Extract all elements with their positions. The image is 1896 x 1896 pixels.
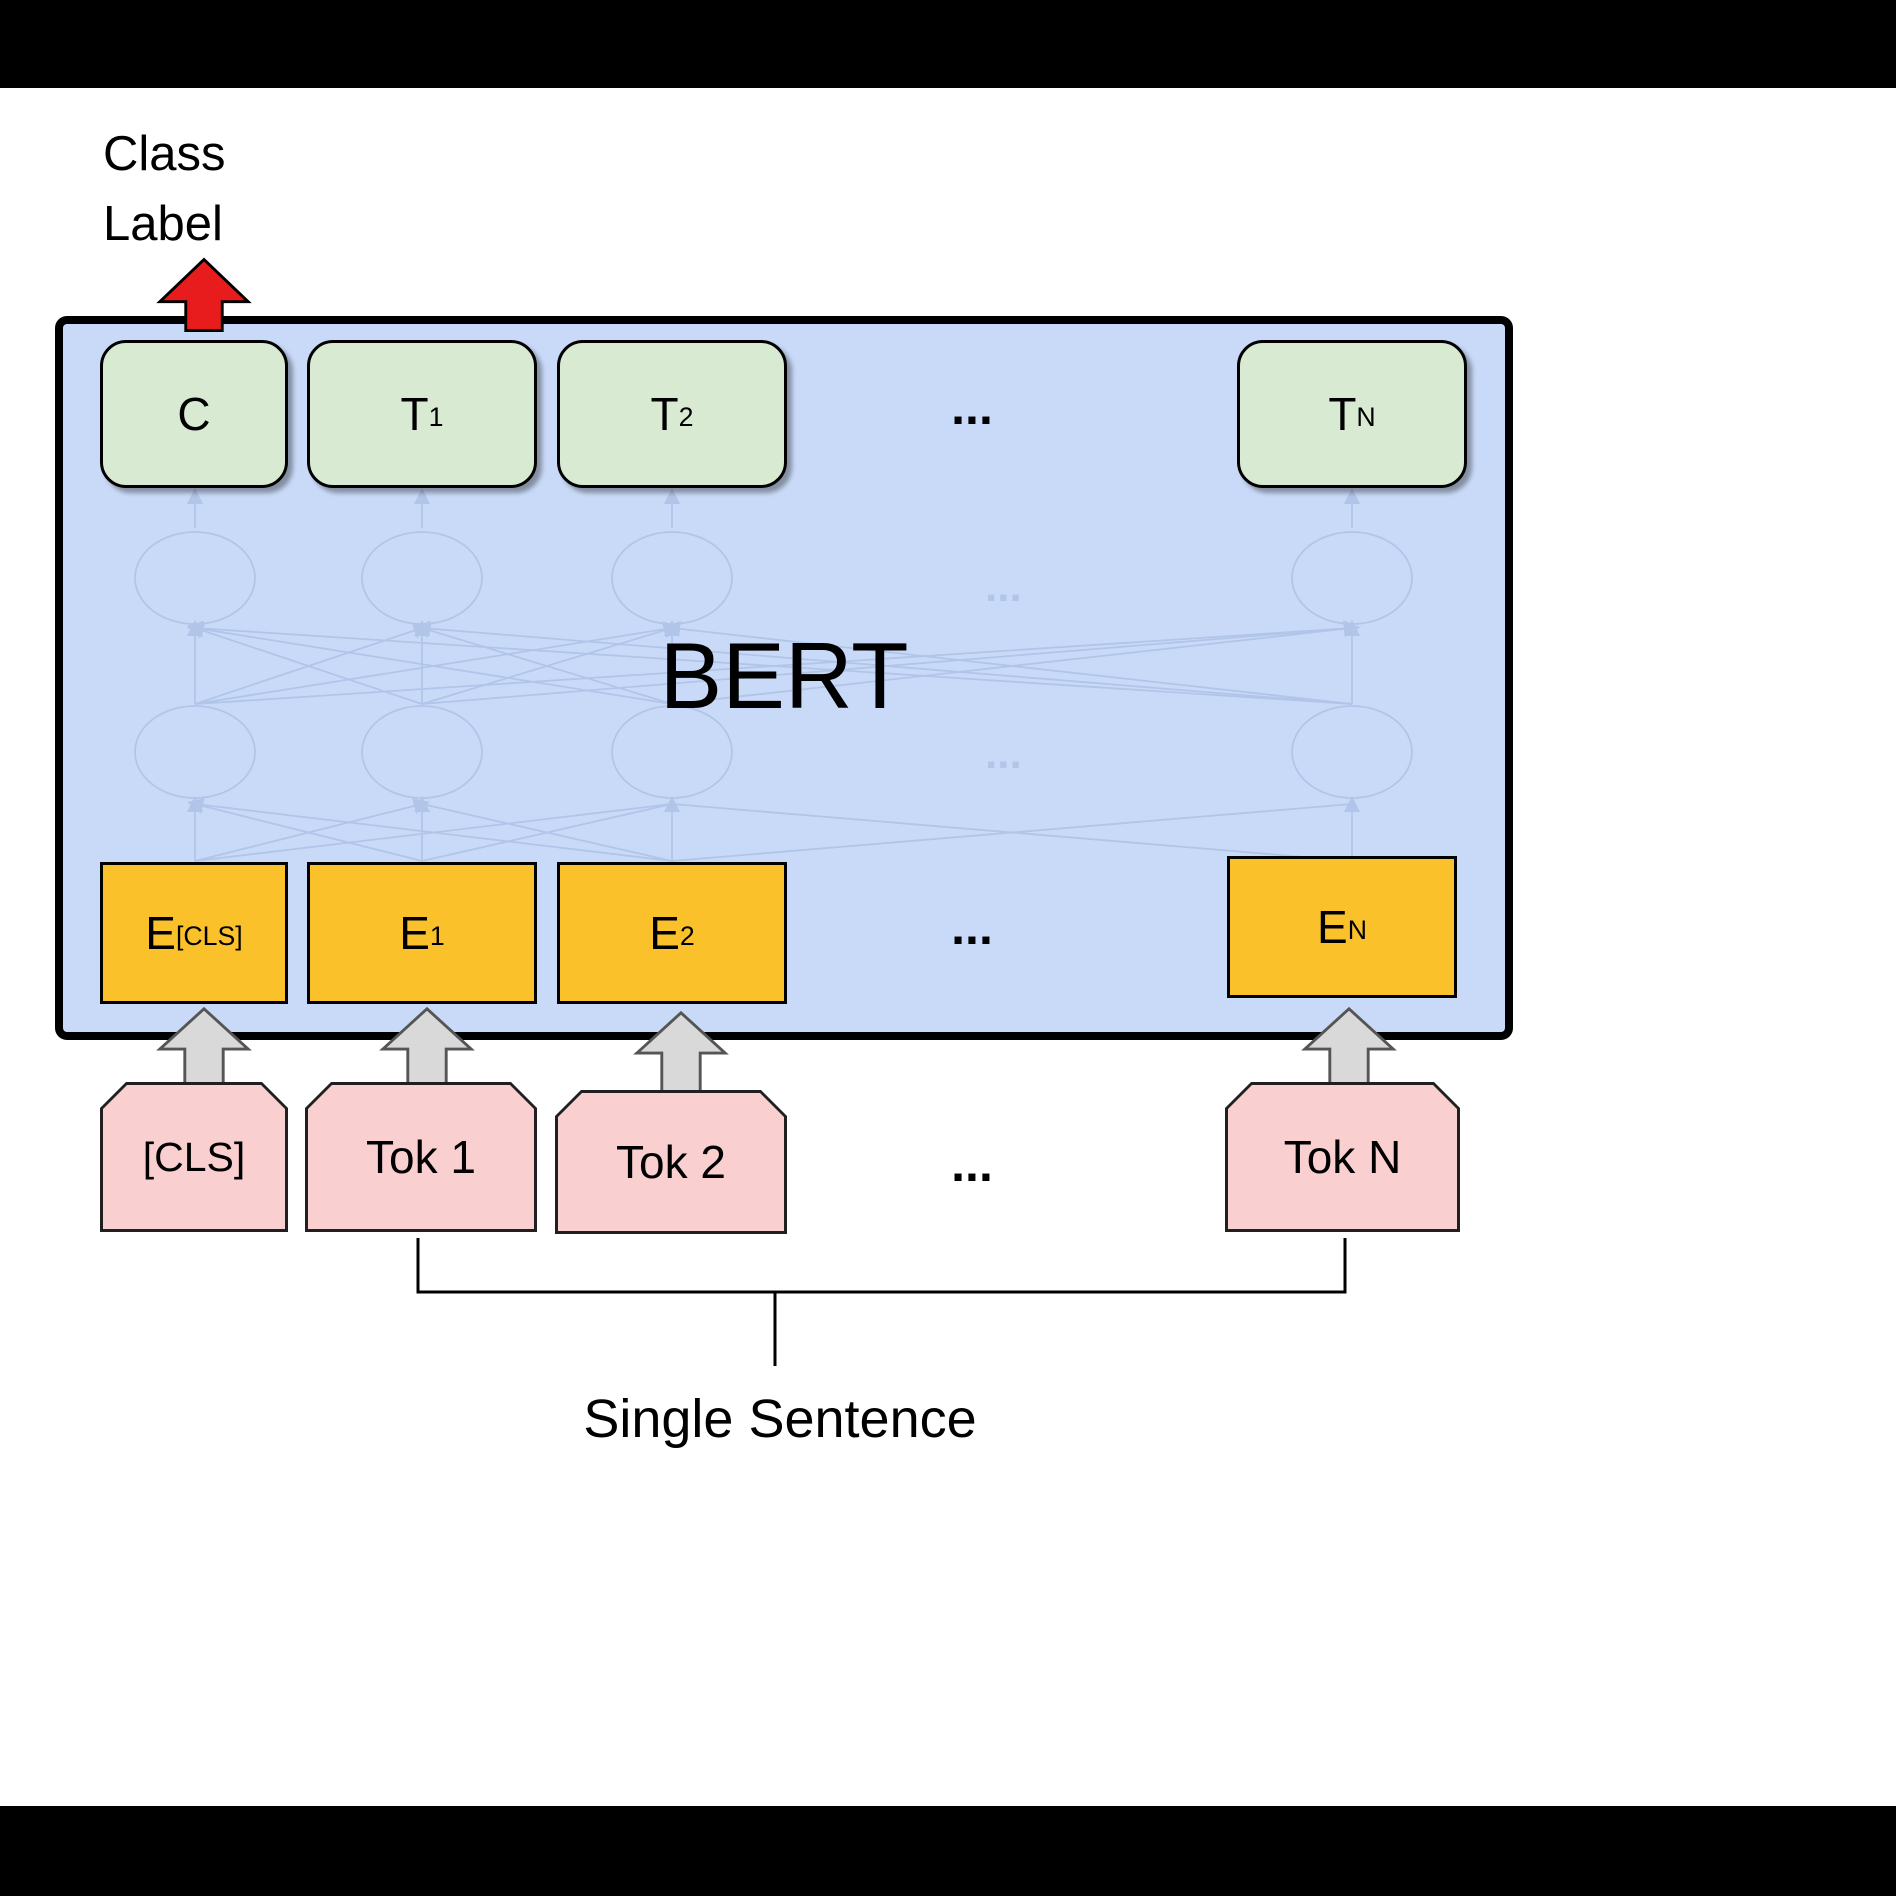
token-box-cls: [CLS] [100, 1082, 288, 1232]
embedding-box-e2-sub: 2 [679, 920, 695, 951]
token-box-tok1: Tok 1 [305, 1082, 537, 1232]
class-arrow-up-icon [156, 257, 252, 332]
token-box-tokn: Tok N [1225, 1082, 1460, 1232]
bert-title: BERT [659, 623, 909, 728]
embedding-box-cls: E[CLS] [100, 862, 288, 1004]
class-label: Class Label [103, 120, 226, 259]
class-label-line2: Label [103, 196, 223, 251]
top-letterbox-bar [0, 0, 1896, 88]
output-box-tn-sub: N [1356, 401, 1376, 432]
bottom-letterbox-bar [0, 1806, 1896, 1896]
hidden-ellipsis-upper: ... [985, 562, 1022, 611]
token-box-tok2-label: Tok 2 [616, 1136, 726, 1188]
embedding-box-e2-label: E [649, 907, 680, 959]
output-box-t1-sub: 1 [428, 401, 444, 432]
token-box-cls-fill [103, 1085, 285, 1229]
embedding-ellipsis: ... [951, 899, 993, 955]
token-box-cls-label: [CLS] [142, 1133, 246, 1180]
embedding-box-cls-label: E [145, 907, 176, 959]
token-box-tokn-fill [1228, 1085, 1457, 1229]
token-ellipsis: ... [951, 1136, 993, 1192]
class-label-line1: Class [103, 127, 226, 181]
output-box-t2-sub: 2 [678, 401, 694, 432]
token-box-tok1-label: Tok 1 [366, 1131, 476, 1183]
token-box-tok2: Tok 2 [555, 1090, 787, 1234]
sentence-bracket [416, 1238, 1347, 1366]
output-box-c-label: C [177, 388, 211, 440]
output-box-t1-label: T [400, 388, 429, 440]
output-box-tn-label: T [1328, 388, 1357, 440]
output-box-t2-label: T [650, 388, 679, 440]
embedding-box-en-label: E [1317, 901, 1348, 953]
token-box-tokn-label: Tok N [1283, 1131, 1402, 1183]
token-box-tok2-fill [558, 1093, 784, 1231]
embedding-box-cls-sub: [CLS] [175, 920, 243, 951]
embedding-box-e1-label: E [399, 907, 430, 959]
sentence-caption: Single Sentence [583, 1389, 977, 1449]
output-ellipsis: ... [951, 379, 993, 435]
hidden-ellipsis-lower: ... [985, 729, 1022, 778]
input-arrow-tok2-icon [633, 1010, 729, 1101]
token-box-tok1-fill [308, 1085, 534, 1229]
embedding-box-en-sub: N [1347, 914, 1367, 945]
transformer-network-graphic: ... ... [134, 487, 1413, 862]
embedding-box-e1-sub: 1 [429, 920, 445, 951]
output-box-c: C [100, 340, 288, 488]
